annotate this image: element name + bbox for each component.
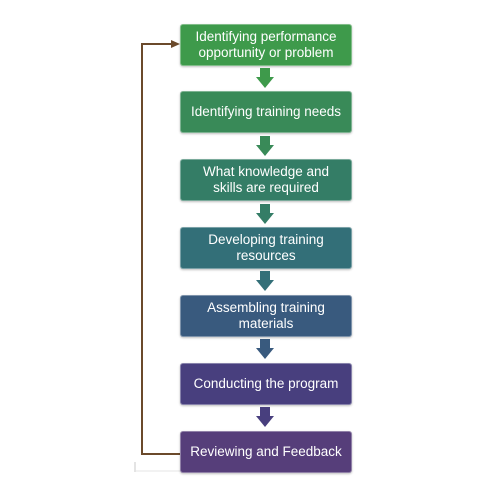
step-box-3: What knowledge and skills are required (180, 159, 352, 201)
step-label: Reviewing and Feedback (190, 444, 342, 459)
step-box-5: Assembling training materials (180, 295, 352, 337)
step-label: Identifying training needs (190, 104, 342, 119)
step-label: Identifying performance opportunity or p… (195, 29, 337, 60)
down-arrow-6 (256, 407, 274, 427)
down-arrow-4 (256, 271, 274, 291)
step-label: Conducting the program (193, 376, 339, 391)
step-box-4: Developing training resources (180, 227, 352, 269)
step-box-6: Conducting the program (180, 363, 352, 405)
step-label: What knowledge and skills are required (202, 164, 330, 195)
step-label: Assembling training materials (207, 300, 325, 331)
down-arrow-1 (256, 68, 274, 88)
feedback-loop-line (141, 43, 180, 455)
down-arrow-3 (256, 204, 274, 224)
step-label: Developing training resources (208, 232, 324, 263)
step-box-7: Reviewing and Feedback (180, 431, 352, 473)
step-box-1: Identifying performance opportunity or p… (180, 24, 352, 66)
down-arrow-2 (256, 136, 274, 156)
down-arrow-5 (256, 339, 274, 359)
step-box-2: Identifying training needs (180, 91, 352, 133)
feedback-loop-arrowhead (171, 40, 180, 48)
